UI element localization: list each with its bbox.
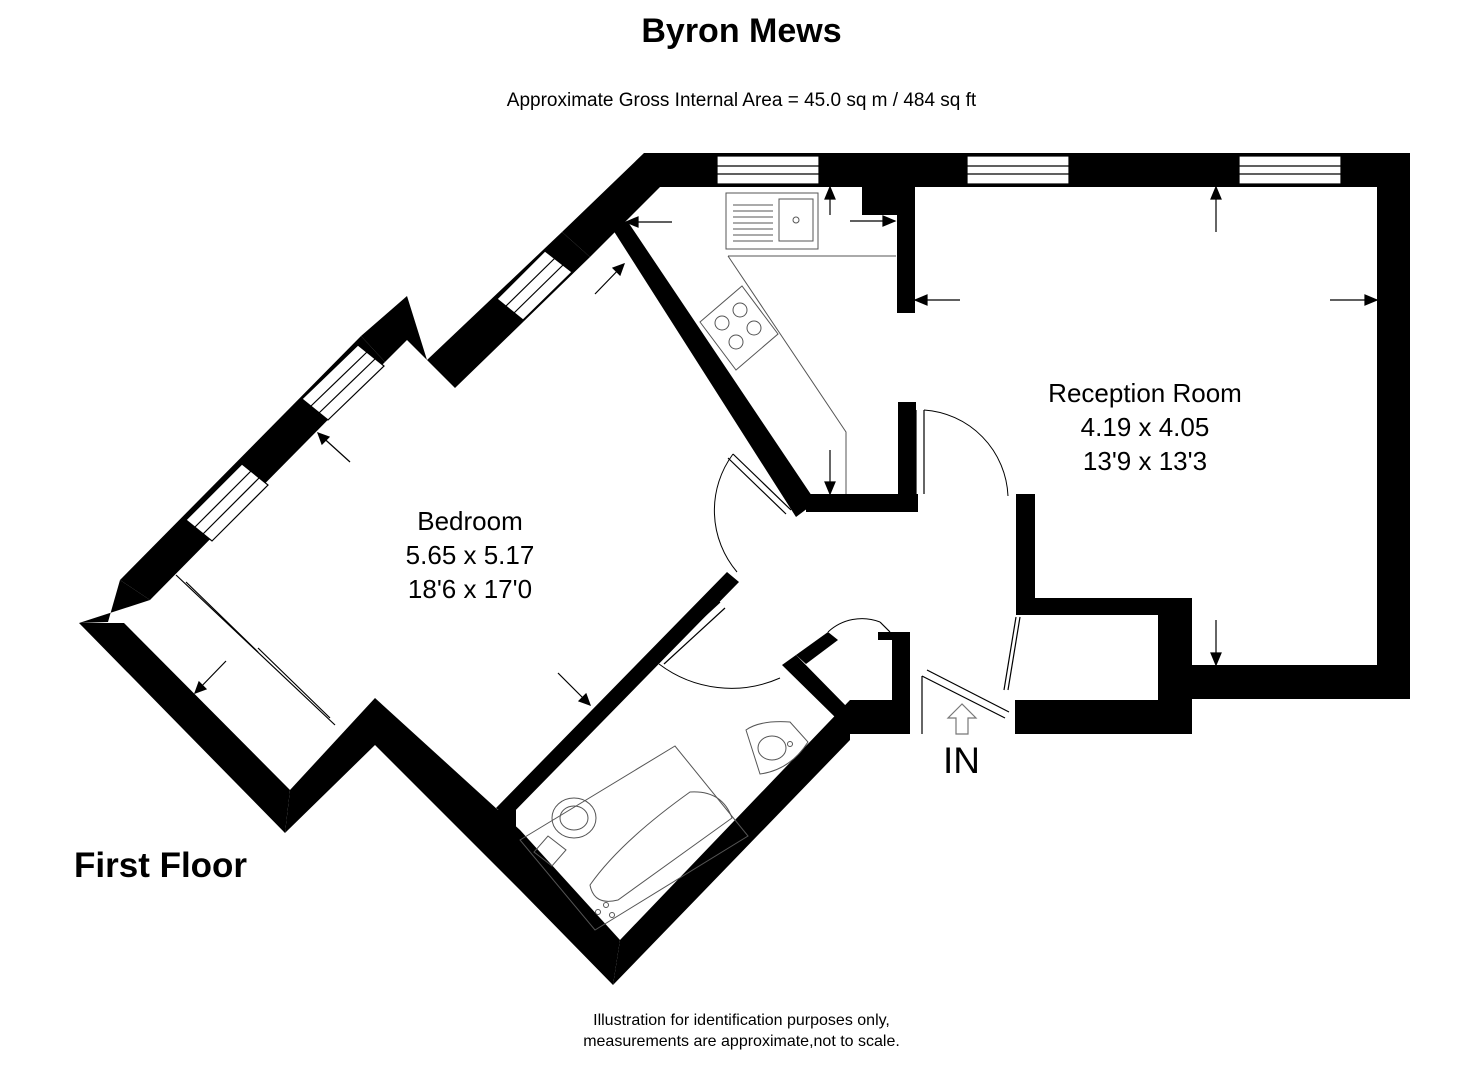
disclaimer: Illustration for identification purposes…	[0, 1010, 1483, 1052]
gross-area-subtitle: Approximate Gross Internal Area = 45.0 s…	[506, 90, 977, 111]
measurement-arrows	[193, 185, 1379, 707]
windows	[185, 155, 1342, 542]
reception-room-label: Reception Room 4.19 x 4.05 13'9 x 13'3	[1005, 376, 1285, 478]
reception-room-metric-size: 4.19 x 4.05	[1080, 412, 1210, 442]
doors	[175, 409, 1021, 734]
disclaimer-line-2: measurements are approximate,not to scal…	[583, 1033, 900, 1050]
disclaimer-line-1: Illustration for identification purposes…	[593, 1012, 890, 1029]
reception-room-imperial-size: 13'9 x 13'3	[1082, 446, 1208, 476]
kitchen-fittings	[699, 192, 896, 494]
page-title: Byron Mews	[641, 12, 842, 50]
bedroom-metric-size: 5.65 x 5.17	[405, 540, 535, 570]
bathroom-fittings	[519, 721, 809, 931]
reception-room-name: Reception Room	[1048, 378, 1242, 408]
bedroom-label: Bedroom 5.65 x 5.17 18'6 x 17'0	[330, 504, 610, 606]
floor-label: First Floor	[74, 846, 248, 885]
entrance-label: IN	[943, 740, 980, 781]
entrance-arrow-icon	[946, 703, 978, 735]
bedroom-name: Bedroom	[417, 506, 523, 536]
bedroom-imperial-size: 18'6 x 17'0	[407, 574, 533, 604]
exterior-walls	[79, 153, 1410, 985]
